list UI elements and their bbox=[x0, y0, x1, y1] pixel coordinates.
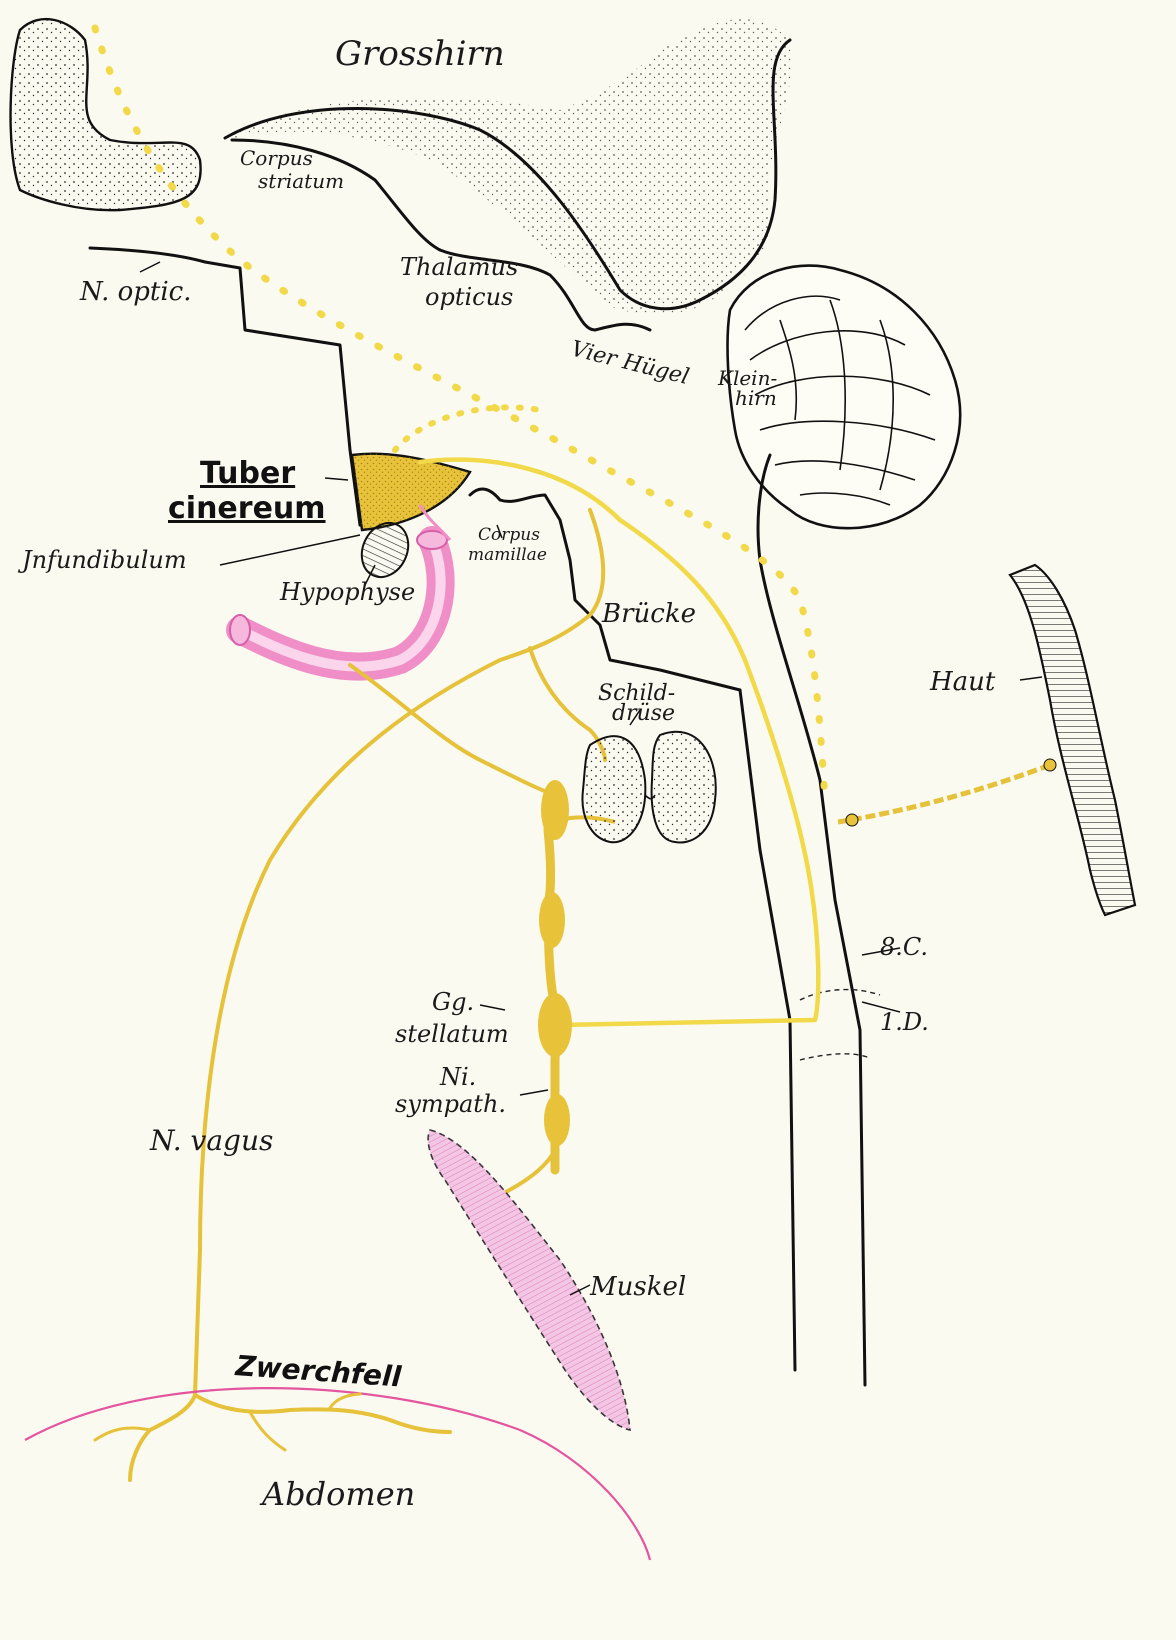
label-infundibulum: Jnfundibulum bbox=[17, 546, 187, 574]
label-vier-huegel: Vier Hügel bbox=[569, 337, 692, 390]
label-ni-sympath-1: Ni. bbox=[439, 1063, 476, 1091]
label-thalamus-2: opticus bbox=[425, 283, 513, 311]
label-muskel: Muskel bbox=[589, 1272, 686, 1302]
label-haut: Haut bbox=[929, 667, 996, 697]
label-hypophyse: Hypophyse bbox=[279, 578, 415, 606]
segment-lines bbox=[800, 990, 880, 1060]
label-n-optic: N. optic. bbox=[79, 277, 192, 307]
label-abdomen: Abdomen bbox=[259, 1475, 415, 1513]
label-grosshirn: Grosshirn bbox=[335, 34, 505, 74]
label-corpus-striatum-1: Corpus bbox=[240, 146, 313, 170]
label-n-vagus: N. vagus bbox=[149, 1124, 273, 1157]
thyroid-gland bbox=[582, 732, 715, 843]
label-schilddruese-2: drüse bbox=[612, 701, 675, 726]
label-segment-8c: 8.C. bbox=[880, 933, 928, 961]
label-tuber-1: Tuber bbox=[200, 456, 295, 491]
label-gg-stellatum-1: Gg. bbox=[432, 988, 474, 1016]
label-segment-1d: 1.D. bbox=[880, 1008, 929, 1036]
hypothalamic-dotted-pathway bbox=[395, 407, 540, 450]
label-kleinhirn-2: hirn bbox=[735, 386, 777, 410]
label-thalamus-1: Thalamus bbox=[400, 253, 518, 281]
label-corpus-mamillae-1: Corpus bbox=[478, 525, 540, 545]
skin-strip bbox=[838, 565, 1135, 915]
label-corpus-mamillae-2: mamillae bbox=[468, 545, 547, 565]
stellate-ganglion bbox=[538, 993, 572, 1057]
label-corpus-striatum-2: striatum bbox=[258, 169, 344, 193]
label-gg-stellatum-2: stellatum bbox=[395, 1020, 509, 1048]
label-tuber-2: cinereum bbox=[168, 491, 326, 526]
label-bruecke: Brücke bbox=[601, 599, 696, 629]
label-zwerchfell: Zwerchfell bbox=[234, 1349, 403, 1394]
label-ni-sympath-2: sympath. bbox=[395, 1090, 506, 1118]
